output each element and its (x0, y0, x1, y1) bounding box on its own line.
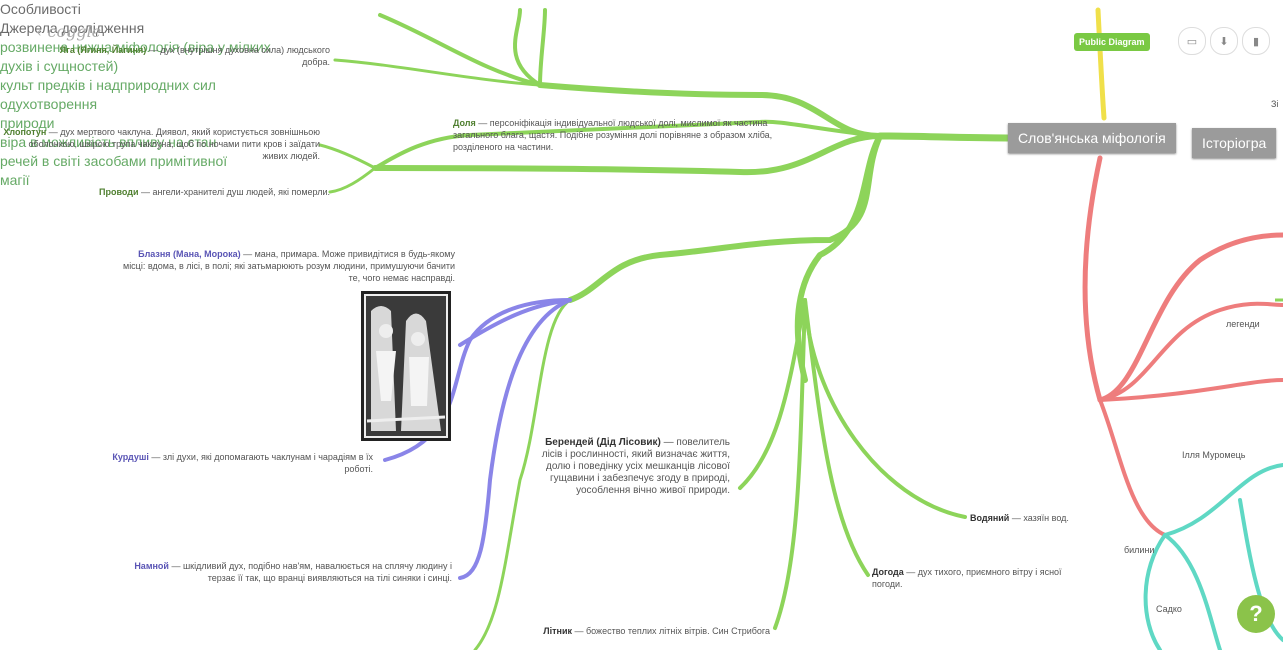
node-lower-myth[interactable]: розвинена нижча міфологія (віра у мілких… (0, 39, 271, 74)
help-button[interactable]: ? (1237, 595, 1275, 633)
leaf-dogoda[interactable]: Догода — дух тихого, приємного вітру і я… (872, 566, 1082, 590)
branch-features (876, 132, 1012, 142)
leaf-berendei[interactable]: Берендей (Дід Лісовик) — повелитель лісі… (530, 437, 730, 497)
leaf-dolia[interactable]: Доля — персоніфікація індивідуальної люд… (453, 117, 793, 153)
leaf-title: Курдуші (112, 452, 149, 462)
leaf-yaga[interactable]: Яга (Ягиня, Йагиня) — дух (внутрішня дух… (40, 44, 330, 68)
leaf-kurduchi[interactable]: Курдуші — злі духи, які допомагають чакл… (90, 451, 373, 475)
branch-label-features[interactable]: Особливості (0, 1, 81, 17)
leaf-provody[interactable]: Проводи — ангели-хранителі душ людей, як… (20, 186, 330, 198)
leaf-title: Намной (134, 561, 169, 571)
download-icon[interactable]: ⬇ (1210, 27, 1238, 55)
copy-icon[interactable]: ▮ (1242, 27, 1270, 55)
leaf-text: — дух тихого, приємного вітру і ясної по… (872, 567, 1062, 589)
branch-lower-myth (537, 82, 883, 139)
leaf-text: — повелитель лісів і рослинності, який в… (541, 437, 730, 496)
node-byliny[interactable]: билини (1124, 545, 1155, 555)
green-branches (318, 8, 1012, 650)
coggle-logo[interactable]: ‹ coggle (36, 22, 102, 41)
leaf-text: — злі духи, які допомагають чаклунам і ч… (148, 452, 373, 474)
leaf-namnoi[interactable]: Намной — шкідливий дух, подібно нав'ям, … (130, 560, 452, 584)
leaf-text: — дух (внутрішня духовна сила) людського… (146, 45, 330, 67)
leaf-text: — мана, примара. Може привидітися в будь… (123, 249, 455, 283)
woodcut-image (361, 291, 451, 441)
yellow-branch (1095, 7, 1107, 121)
leaf-text: — дух мертвого чаклуна. Диявол, який кор… (28, 127, 320, 161)
leaf-title: Блазня (Мана, Морока) (138, 249, 241, 259)
node-magic[interactable]: віра в можливість впливу на стан речей в… (0, 134, 228, 188)
root-node-historiography[interactable]: Історіогра (1192, 128, 1277, 158)
leaf-title: Доля (453, 118, 476, 128)
root-node-slavic-myth[interactable]: Слов'янська міфологія (1008, 123, 1176, 153)
leaf-title: Літник (543, 626, 572, 636)
node-legends[interactable]: легенди (1226, 319, 1260, 329)
woodcut-drawing (364, 294, 448, 438)
leaf-text: — шкідливий дух, подібно нав'ям, навалює… (168, 561, 452, 583)
coggle-logo-text: coggle (47, 22, 102, 41)
red-branches (1082, 155, 1283, 537)
branch-label-sources[interactable]: Джерела дослідження (0, 20, 145, 36)
leaf-text: — ангели-хранителі душ людей, які померл… (138, 187, 330, 197)
node-spirit[interactable]: одухотворення природи (0, 96, 98, 131)
leaf-khlopotun[interactable]: Хлопотун — дух мертвого чаклуна. Диявол,… (2, 126, 320, 162)
leaf-title: Яга (Ягиня, Йагиня) (59, 45, 147, 55)
node-edge-label[interactable]: Зі (1271, 99, 1279, 109)
node-ancestors[interactable]: культ предків і надприродних сил (0, 77, 216, 93)
leaf-vodianyi[interactable]: Водяний — хазяїн вод. (970, 512, 1100, 524)
node-sadko[interactable]: Садко (1156, 604, 1182, 614)
leaf-text: — божество теплих літніх вітрів. Син Стр… (571, 626, 770, 636)
leaf-title: Берендей (Дід Лісовик) (545, 437, 661, 448)
leaf-title: Водяний (970, 513, 1010, 523)
leaf-blaznia[interactable]: Блазня (Мана, Морока) — мана, примара. М… (120, 248, 455, 284)
public-diagram-button[interactable]: Public Diagram (1074, 33, 1150, 51)
leaf-text: — хазяїн вод. (1009, 513, 1069, 523)
leaf-title: Проводи (99, 187, 139, 197)
leaf-litnyk[interactable]: Літник — божество теплих літніх вітрів. … (460, 625, 770, 637)
teal-branches (1143, 463, 1283, 650)
leaf-title: Догода (872, 567, 904, 577)
branch-ancestors (372, 133, 883, 176)
node-ilia-muromets[interactable]: Ілля Муромець (1182, 450, 1246, 460)
leaf-text: — персоніфікація індивідуальної людської… (453, 118, 773, 152)
leaf-title: Хлопотун (3, 127, 47, 137)
branch-magic (567, 133, 883, 303)
comment-icon[interactable]: ▭ (1178, 27, 1206, 55)
